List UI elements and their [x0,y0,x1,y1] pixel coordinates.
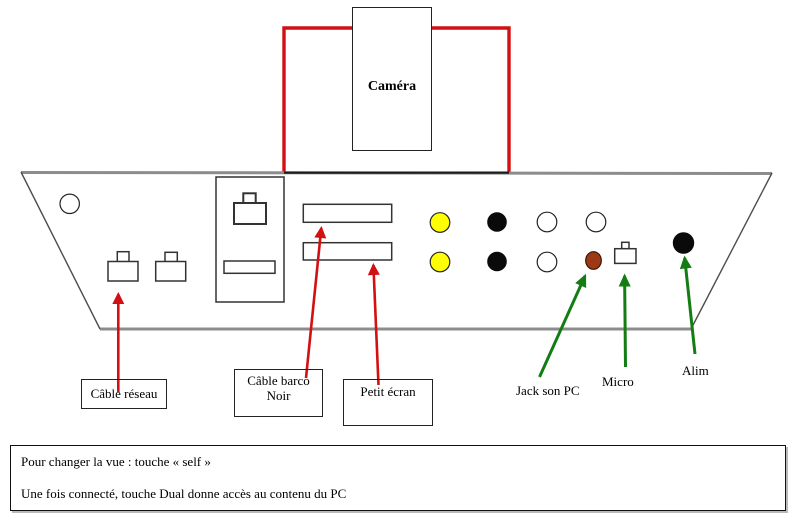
petit-ecran-slot [302,241,393,261]
petit-ecran-label-box: Petit écran [343,379,433,426]
cable-barco-label-box: Câble barco Noir [234,369,323,417]
cable-barco-label-line2: Noir [266,388,291,403]
yellow-port-1 [429,212,451,233]
network-port-2-tab [164,251,179,263]
alim-port [672,232,695,254]
sub-panel-slot [223,260,276,275]
white-port-1 [536,211,558,233]
micro-label: Micro [602,374,634,389]
jack-son-pc-arrow [538,273,587,378]
black-port-1 [487,212,507,232]
sub-panel-port [233,202,267,225]
network-port-1-tab [116,250,130,263]
cable-barco-arrow [304,226,327,379]
instructions-line2: Une fois connecté, touche Dual donne acc… [21,486,347,501]
white-port-2 [585,211,607,233]
network-port-2 [154,260,187,282]
alim-label: Alim [682,363,709,378]
network-port-1 [107,260,139,282]
round-hole [59,193,80,215]
yellow-port-2 [429,251,451,273]
white-port-3 [536,251,558,273]
cable-barco-label-line1: Câble barco [247,373,310,388]
instructions-line1: Pour changer la vue : touche « self » [21,454,211,469]
cable-reseau-label: Câble réseau [90,386,158,401]
sub-panel-port-tab [242,192,257,205]
black-port-2 [487,251,507,272]
petit-ecran-arrow [367,263,380,386]
micro-arrow [618,273,631,368]
camera-label: Caméra [367,79,417,94]
petit-ecran-label: Petit écran [360,384,416,399]
instructions-box: Pour changer la vue : touche « self » Un… [10,445,786,511]
cable-reseau-label-box: Câble réseau [81,379,167,409]
micro-port-tab [620,241,630,250]
jack-son-pc-label: Jack son PC [516,383,580,398]
micro-port [613,247,637,265]
panel-left-edge [20,171,101,330]
camera-box: Caméra [352,7,432,151]
panel-right-edge [690,172,773,330]
jack-son-pc-port [585,251,602,270]
alim-arrow [679,255,697,355]
barco-slot [302,203,393,224]
